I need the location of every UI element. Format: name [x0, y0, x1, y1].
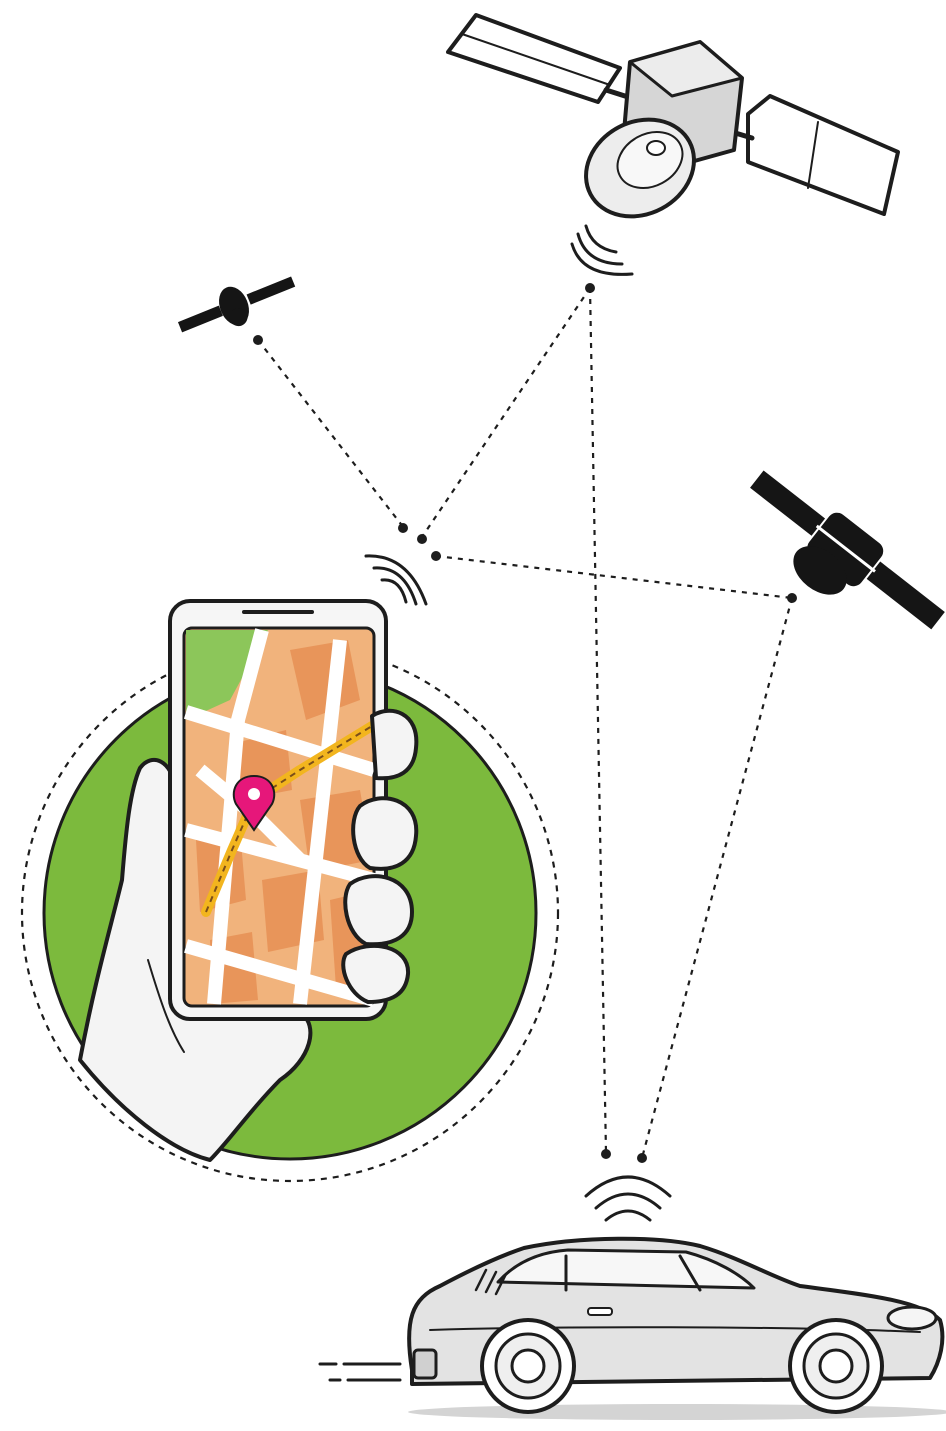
signal-waves-icon [366, 556, 426, 604]
line-big-sat-to-car [590, 288, 606, 1153]
signal-waves-icon [572, 226, 632, 274]
front-wheel [790, 1320, 882, 1412]
line-big-sat-to-phone [422, 288, 590, 537]
dark-satellite-icon [724, 459, 946, 662]
line-small-sat-to-phone [258, 340, 404, 528]
map-screen [184, 628, 374, 1006]
speed-lines [320, 1364, 400, 1380]
rear-wheel [482, 1320, 574, 1412]
signal-waves-icon [586, 1177, 670, 1220]
line-dark-sat-to-car [642, 598, 792, 1158]
small-satellite-icon [173, 263, 301, 347]
car-icon [320, 1239, 946, 1420]
line-phone-to-dark-sat [436, 556, 792, 598]
satellite-icon [448, 15, 898, 235]
